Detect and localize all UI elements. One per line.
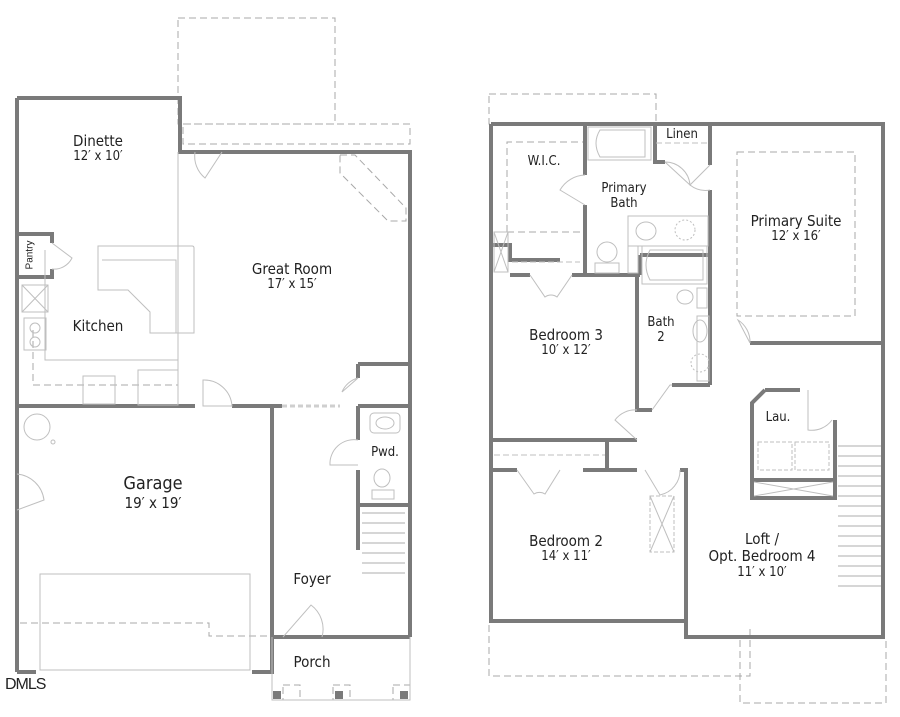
room-label-garage: Garage 19′ x 19′ bbox=[123, 473, 183, 512]
room-label-linen: Linen bbox=[666, 127, 698, 143]
room-name-line1: Primary bbox=[601, 181, 647, 196]
room-name: Porch bbox=[293, 653, 331, 671]
room-name: Linen bbox=[666, 127, 698, 142]
room-label-powder: Pwd. bbox=[371, 445, 399, 461]
room-label-laundry: Lau. bbox=[765, 410, 791, 426]
room-name: Pantry bbox=[24, 240, 36, 270]
room-name-line2: Bath bbox=[610, 195, 638, 211]
porch-posts bbox=[273, 691, 408, 699]
room-name-line2: Opt. Bedroom 4 bbox=[708, 547, 816, 566]
stairs bbox=[362, 445, 882, 587]
room-name: Garage bbox=[123, 473, 183, 494]
room-label-wic: W.I.C. bbox=[527, 154, 561, 170]
room-dimensions: 10′ x 12′ bbox=[541, 343, 591, 359]
room-dimensions: 11′ x 10′ bbox=[737, 564, 787, 580]
room-name: Dinette bbox=[73, 132, 123, 150]
room-dimensions: 17′ x 15′ bbox=[267, 277, 317, 293]
room-name-line1: Bath bbox=[647, 315, 675, 330]
room-label-kitchen: Kitchen bbox=[72, 317, 124, 335]
room-name: Lau. bbox=[765, 410, 791, 425]
room-label-loft: Loft / Opt. Bedroom 4 11′ x 10′ bbox=[708, 530, 816, 580]
room-label-great-room: Great Room 17′ x 15′ bbox=[251, 260, 333, 293]
room-name: Bedroom 2 bbox=[529, 532, 603, 550]
room-dimensions: 12′ x 10′ bbox=[73, 149, 123, 165]
room-name: Primary Suite bbox=[750, 212, 842, 230]
room-name: Bedroom 3 bbox=[529, 326, 603, 344]
room-name: Great Room bbox=[251, 260, 333, 278]
room-label-dinette: Dinette 12′ x 10′ bbox=[73, 132, 123, 165]
first-floor-walls bbox=[15, 96, 412, 674]
second-floor-walls bbox=[489, 122, 885, 639]
room-label-bath-2: Bath 2 bbox=[647, 315, 675, 346]
room-name: Pwd. bbox=[371, 445, 399, 460]
room-dimensions: 14′ x 11′ bbox=[541, 549, 591, 565]
room-name: Foyer bbox=[293, 570, 331, 588]
dashed-outlines bbox=[20, 17, 887, 704]
room-label-primary-suite: Primary Suite 12′ x 16′ bbox=[750, 212, 842, 245]
room-dimensions: 19′ x 19′ bbox=[124, 493, 182, 512]
first-floor-thin-lines bbox=[16, 151, 411, 701]
room-name-line1: Loft / bbox=[744, 530, 780, 548]
room-label-primary-bath: Primary Bath bbox=[601, 181, 647, 212]
room-dimensions: 12′ x 16′ bbox=[771, 229, 821, 245]
room-label-bedroom-2: Bedroom 2 14′ x 11′ bbox=[529, 532, 603, 565]
room-label-pantry: Pantry bbox=[23, 238, 37, 272]
second-floor-thin-lines bbox=[493, 126, 834, 553]
watermark-logo: DMLS bbox=[5, 676, 46, 693]
room-label-porch: Porch bbox=[293, 653, 331, 671]
room-name: W.I.C. bbox=[527, 154, 561, 169]
room-name-line2: 2 bbox=[657, 329, 665, 345]
room-label-bedroom-3: Bedroom 3 10′ x 12′ bbox=[529, 326, 603, 359]
room-name: Kitchen bbox=[72, 317, 124, 335]
room-label-foyer: Foyer bbox=[293, 570, 331, 588]
